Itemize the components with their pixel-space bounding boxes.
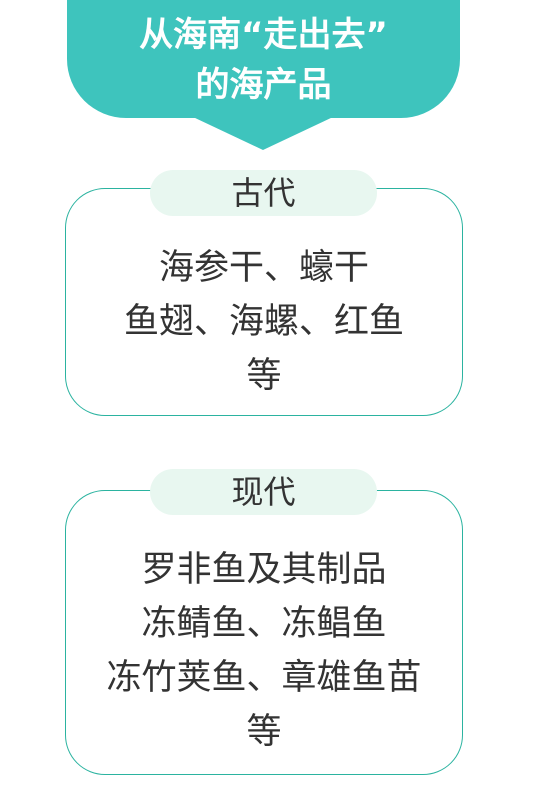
down-arrow-icon (193, 117, 333, 150)
modern-line-3: 冻竹荚鱼、章雄鱼苗 (106, 658, 422, 698)
title-line-1: 从海南“走出去” (139, 15, 388, 55)
ancient-card: 海参干、蠔干 鱼翅、海螺、红鱼 等 (65, 188, 463, 416)
modern-card: 罗非鱼及其制品 冻鲭鱼、冻鲳鱼 冻竹荚鱼、章雄鱼苗 等 (65, 490, 463, 775)
ancient-line-2: 鱼翅、海螺、红鱼 (123, 302, 404, 342)
ancient-line-3: 等 (246, 356, 282, 396)
title-line-2: 的海产品 (195, 65, 332, 105)
modern-label: 现代 (150, 469, 377, 515)
ancient-products: 海参干、蠔干 鱼翅、海螺、红鱼 等 (66, 241, 462, 403)
modern-line-1: 罗非鱼及其制品 (141, 550, 387, 590)
ancient-label: 古代 (150, 170, 377, 216)
modern-line-4: 等 (246, 712, 282, 752)
modern-products: 罗非鱼及其制品 冻鲭鱼、冻鲳鱼 冻竹荚鱼、章雄鱼苗 等 (66, 543, 462, 759)
title-banner: 从海南“走出去” 的海产品 (67, 0, 460, 118)
ancient-line-1: 海参干、蠔干 (158, 248, 369, 288)
modern-line-2: 冻鲭鱼、冻鲳鱼 (141, 604, 387, 644)
